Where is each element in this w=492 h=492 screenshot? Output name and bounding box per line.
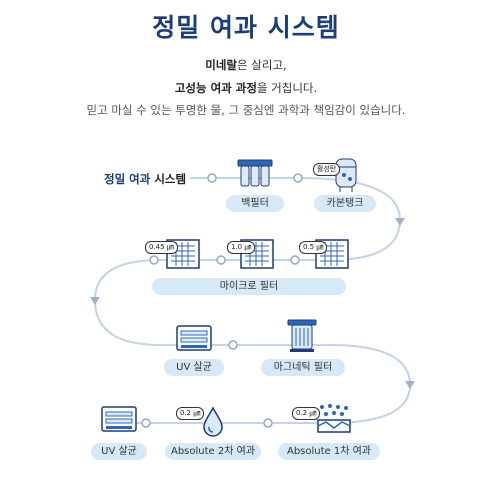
- step-uv-sterilization-2: UV 살균: [91, 443, 147, 460]
- system-label-highlight: 정밀 여과: [104, 172, 151, 186]
- system-label: 정밀 여과 시스템: [104, 171, 186, 187]
- flow-node-5: [149, 255, 159, 265]
- spray-filter-icon: [317, 404, 351, 433]
- intro-line-1: 미네랄은 살리고,: [0, 57, 492, 73]
- intro-line-3: 믿고 마실 수 있는 투명한 물, 그 중심엔 과학과 책임감이 있습니다.: [86, 103, 406, 117]
- intro-emphasis-filtration: 고성능 여과 과정: [174, 81, 257, 95]
- uv-lamp-icon-1: [176, 325, 212, 351]
- tag-micro-10: 1.0 ㎛: [227, 241, 256, 254]
- tag-absolute-1: 0.2 ㎛: [292, 407, 321, 420]
- step-absolute-2: Absolute 2차 여과: [165, 443, 261, 460]
- flow-node-8: [263, 418, 273, 428]
- magnetic-filter-icon: [287, 319, 317, 352]
- page-title: 정밀 여과 시스템: [152, 13, 340, 42]
- flow-arrow-down-2: [90, 297, 100, 305]
- uv-lamp-icon-2: [101, 406, 137, 432]
- flow-node-6: [228, 340, 238, 350]
- flow-node-1: [207, 173, 217, 183]
- step-absolute-1: Absolute 1차 여과: [278, 443, 380, 460]
- step-back-filter: 백필터: [226, 195, 284, 212]
- tag-micro-045: 0.45 ㎛: [145, 241, 178, 254]
- step-micro-filter: 마이크로 필터: [152, 278, 346, 295]
- flow-node-3: [290, 255, 300, 265]
- intro-line-2: 고성능 여과 과정을 거칩니다.: [0, 80, 492, 96]
- flow-arrow-down-1: [395, 218, 405, 226]
- micro-filter-icon-1: [166, 239, 200, 269]
- tag-absolute-2: 0.2 ㎛: [176, 407, 205, 420]
- step-magnetic-filter: 마그네틱 필터: [261, 359, 345, 376]
- intro-line-2-rest: 을 거칩니다.: [256, 81, 318, 95]
- micro-filter-icon-3: [315, 239, 349, 269]
- flow-line-top: [93, 177, 412, 424]
- flow-node-4: [216, 255, 226, 265]
- back-filter-icon: [237, 159, 273, 187]
- water-drop-icon: [203, 406, 223, 437]
- intro-line-1-rest: 은 살리고,: [237, 58, 287, 72]
- tag-activated-carbon: 활성탄: [313, 163, 341, 176]
- system-label-rest: 시스템: [150, 172, 187, 186]
- tag-micro-05: 0.5 ㎛: [299, 241, 328, 254]
- flow-node-7: [141, 418, 151, 428]
- step-uv-sterilization-1: UV 살균: [164, 359, 224, 376]
- intro-emphasis-minerals: 미네랄: [205, 58, 238, 72]
- step-carbon-tank: 카본탱크: [314, 195, 376, 212]
- flow-node-2: [293, 173, 303, 183]
- flow-arrow-down-3: [405, 381, 415, 389]
